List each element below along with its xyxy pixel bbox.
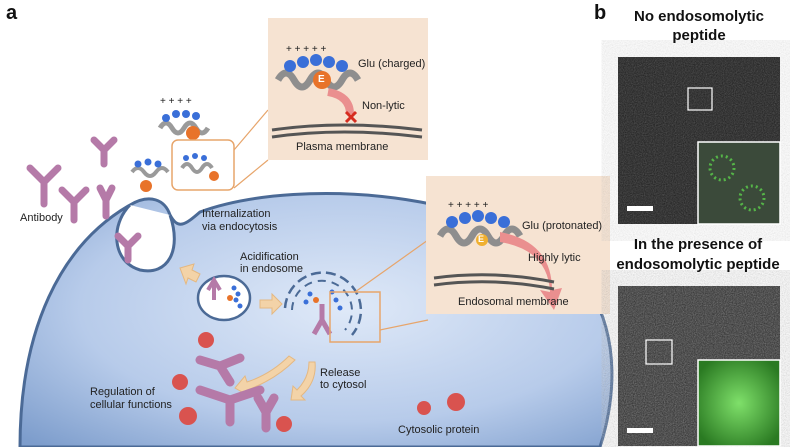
endosome-lytic <box>283 271 363 336</box>
arrow-nonlytic <box>327 88 354 115</box>
label-regulation-2: cellular functions <box>90 399 172 411</box>
label-acidification-2: in endosome <box>240 263 303 275</box>
cytosolic-proteins <box>172 332 465 432</box>
glu-e-letter-top: E <box>318 74 325 85</box>
glu-e-letter-right: E <box>478 234 485 244</box>
zoom-line <box>354 239 429 293</box>
plasma-membrane-line <box>271 123 423 139</box>
endosome-early <box>196 274 252 322</box>
zoom-box-membrane <box>171 139 235 191</box>
cytosolic-antibodies <box>195 353 279 433</box>
svg-text:+ + + + +: + + + + + <box>286 44 326 55</box>
label-release-1: Release <box>320 367 361 379</box>
label-endosomal-membrane: Endosomal membrane <box>458 296 569 308</box>
svg-text:+ + + +: + + + + <box>160 96 192 107</box>
title-no-peptide-1: No endosomolytic <box>633 8 764 25</box>
inset-micrograph-top <box>697 141 781 225</box>
endosomal-membrane-line <box>433 273 555 291</box>
label-plasma-membrane: Plasma membrane <box>296 141 389 153</box>
peptide-outside: + + + + <box>157 96 211 140</box>
process-arrows <box>179 263 316 401</box>
title-with-peptide-1: In the presence of <box>633 236 763 253</box>
arrow-lytic <box>500 232 562 310</box>
label-cytosolic-protein: Cytosolic protein <box>398 424 480 436</box>
label-internalization-2: via endocytosis <box>202 221 278 233</box>
svg-text:+ + + + +: + + + + + <box>448 200 488 211</box>
peptide-zoom-small <box>180 153 219 181</box>
antibodies <box>26 136 142 264</box>
inset-top-peptide: + + + + + <box>274 44 362 91</box>
label-antibody: Antibody <box>20 212 63 224</box>
inset-micrograph-bottom <box>697 359 781 447</box>
label-internalization-1: Internalization <box>202 208 271 220</box>
label-highly-lytic: Highly lytic <box>528 252 581 264</box>
zoom-box-top <box>687 87 713 111</box>
scale-bar-top <box>627 206 653 211</box>
label-non-lytic: Non-lytic <box>362 100 405 112</box>
peptide-membrane <box>130 158 170 192</box>
label-glu-charged: Glu (charged) <box>358 58 426 70</box>
label-release-2: to cytosol <box>320 379 367 391</box>
zoom-box-bottom <box>645 339 673 365</box>
label-regulation-1: Regulation of <box>90 386 155 398</box>
panel-a-letter: a <box>6 2 18 24</box>
label-glu-protonated: Glu (protonated) <box>522 220 603 232</box>
inset-top-box <box>268 18 428 160</box>
cross-mark <box>344 110 358 124</box>
scale-bar-bottom <box>627 428 653 433</box>
title-no-peptide-2: peptide <box>672 27 726 44</box>
zoom-line <box>379 319 429 331</box>
panel-b-letter: b <box>594 2 607 24</box>
title-with-peptide-2: endosomolytic peptide <box>616 256 780 273</box>
label-acidification-1: Acidification <box>240 251 299 263</box>
